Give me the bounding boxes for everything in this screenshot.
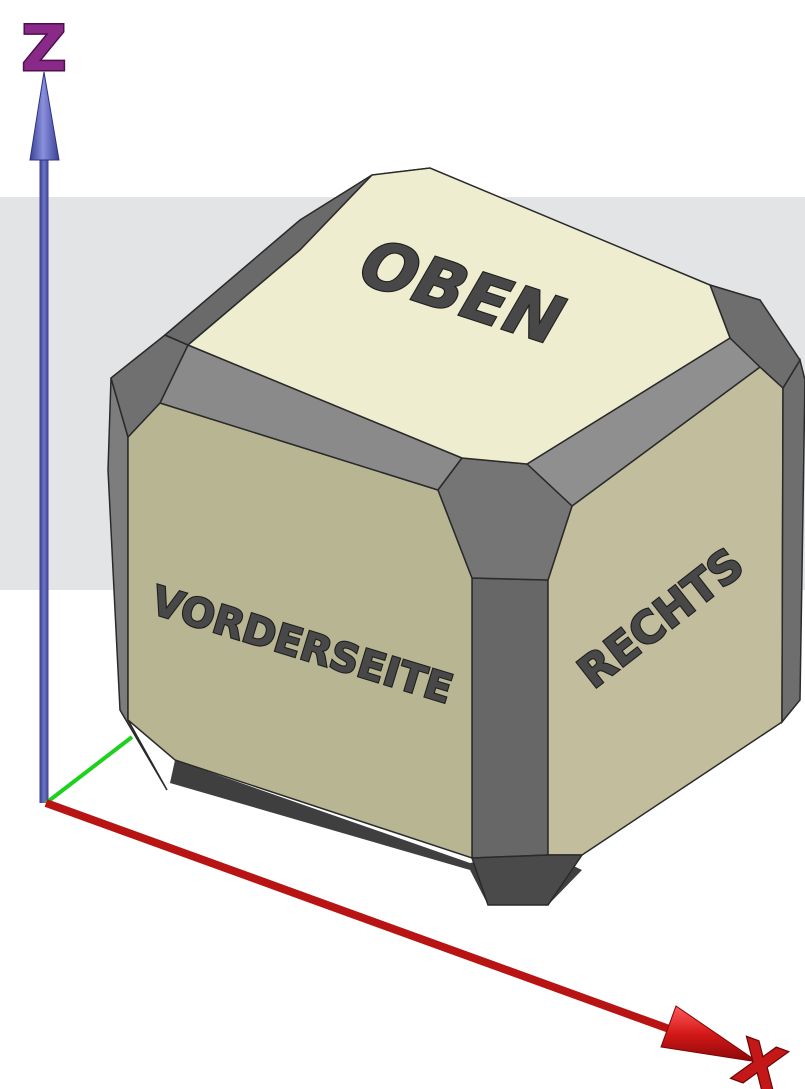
z-axis-letter: Z: [22, 12, 67, 85]
cube-top-left-bevel[interactable]: [110, 334, 190, 439]
x-axis-shaft: [44, 799, 674, 1034]
y-axis[interactable]: [44, 735, 134, 805]
cube-corner-front-right-bottom[interactable]: [470, 854, 584, 906]
cube-front-right-edge[interactable]: [471, 577, 549, 859]
z-axis-arrowhead: [29, 71, 60, 161]
z-axis-shaft: [39, 155, 49, 803]
cube-face-top[interactable]: [186, 167, 731, 465]
x-axis[interactable]: X: [44, 799, 794, 1089]
z-axis-label: Z: [20, 11, 68, 87]
navigation-cube[interactable]: OBEN VORDERSEITE RECHTS: [107, 167, 805, 906]
z-axis[interactable]: Z: [20, 11, 68, 803]
cube-right-bevel[interactable]: [781, 358, 805, 725]
x-axis-arrowhead: [660, 1005, 759, 1063]
